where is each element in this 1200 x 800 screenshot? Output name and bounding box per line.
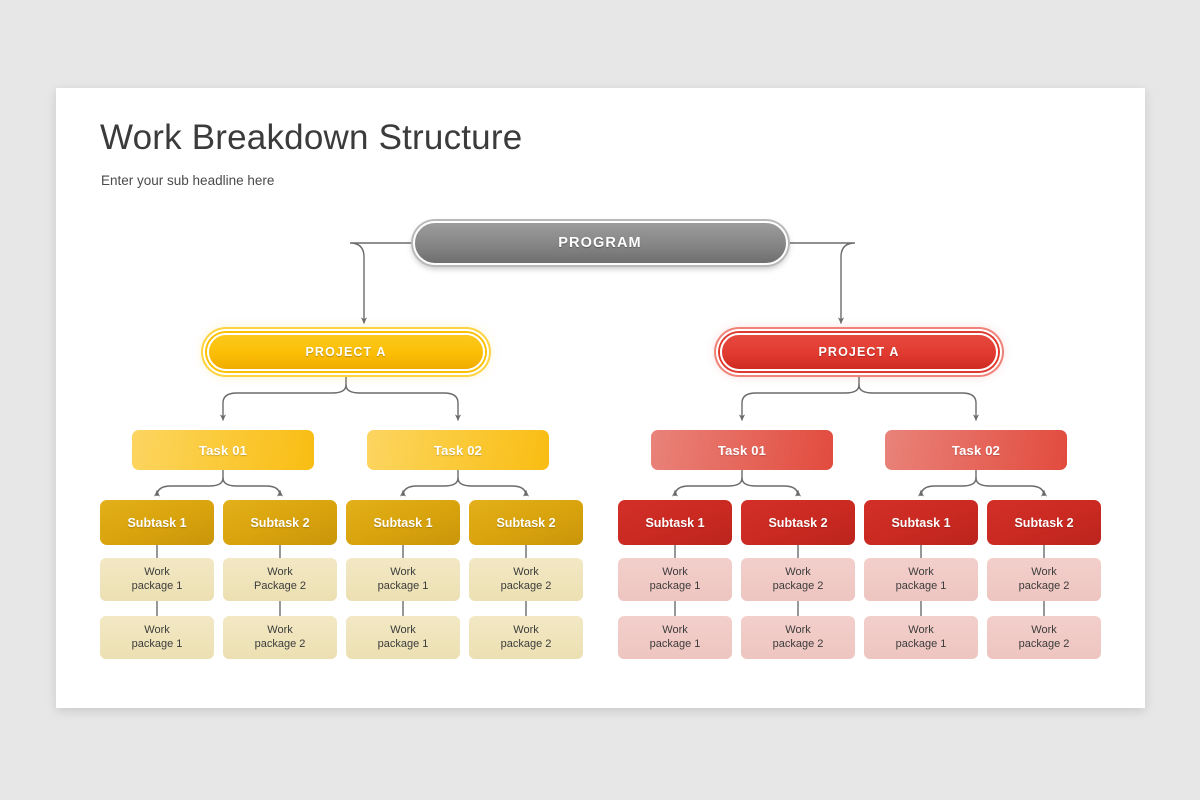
subtask-node-left-1-1[interactable]: Subtask 1 <box>100 500 214 545</box>
subtask-node-right-2-1[interactable]: Subtask 1 <box>864 500 978 545</box>
task-node-left-2[interactable]: Task 02 <box>367 430 549 470</box>
subtask-node-left-2-2[interactable]: Subtask 2 <box>469 500 583 545</box>
subtask-node-right-2-2[interactable]: Subtask 2 <box>987 500 1101 545</box>
task-node-right-2[interactable]: Task 02 <box>885 430 1067 470</box>
subtask-node-left-1-2[interactable]: Subtask 2 <box>223 500 337 545</box>
subtask-node-left-2-1[interactable]: Subtask 1 <box>346 500 460 545</box>
task-node-right-1[interactable]: Task 01 <box>651 430 833 470</box>
program-node[interactable]: PROGRAM <box>412 221 788 265</box>
project-node-right[interactable]: PROJECT A <box>720 333 998 371</box>
project-node-left[interactable]: PROJECT A <box>207 333 485 371</box>
task-node-left-1[interactable]: Task 01 <box>132 430 314 470</box>
subtask-node-right-1-2[interactable]: Subtask 2 <box>741 500 855 545</box>
page-title: Work Breakdown Structure <box>100 118 523 157</box>
page-subtitle: Enter your sub headline here <box>101 173 275 188</box>
connector-layer <box>153 242 1048 617</box>
slide-card: Work Breakdown Structure Enter your sub … <box>56 88 1145 708</box>
subtask-node-right-1-1[interactable]: Subtask 1 <box>618 500 732 545</box>
